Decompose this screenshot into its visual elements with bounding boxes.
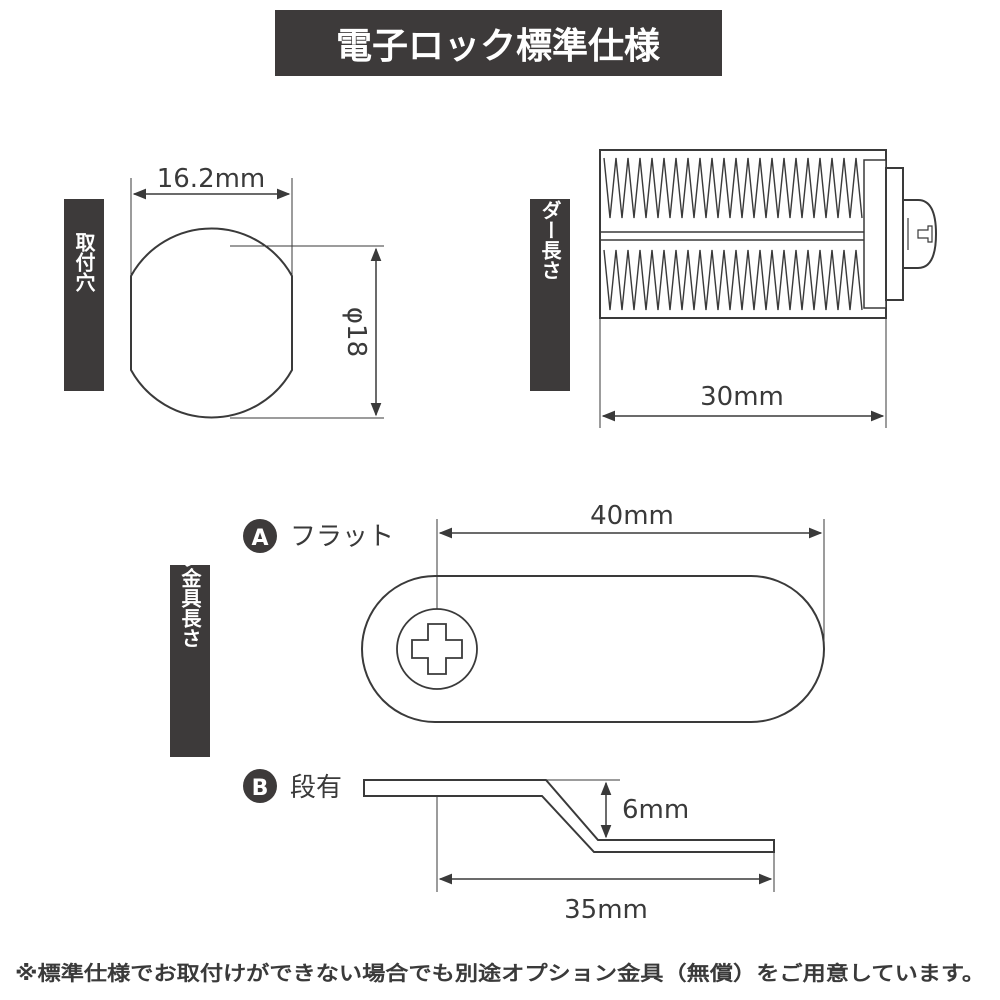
hook-label-box bbox=[170, 565, 210, 757]
mounting-hole-label: 取付穴 bbox=[72, 232, 96, 293]
mounting-hole-shape bbox=[130, 227, 293, 419]
hook-a-name: フラット bbox=[290, 522, 394, 552]
footnote: ※標準仕様でお取付けができない場合でも別途オプション金具（無償）をご用意していま… bbox=[15, 961, 985, 985]
stepped-hook-profile bbox=[363, 779, 775, 853]
page-title: 電子ロック標準仕様 bbox=[336, 26, 661, 67]
title-banner bbox=[275, 10, 722, 76]
hook-b-step-label: 6mm bbox=[622, 795, 689, 825]
mounting-hole-label-box bbox=[64, 199, 104, 391]
cylinder-label: シリンダー長さ bbox=[538, 140, 562, 280]
hook-b-name: 段有 bbox=[290, 773, 342, 803]
badge-b-letter: B bbox=[252, 776, 269, 801]
cylinder-length-label: 30mm bbox=[700, 382, 784, 412]
hook-label: フック金具長さ bbox=[178, 508, 202, 648]
badge-a-letter: A bbox=[251, 526, 268, 551]
badge-a bbox=[243, 519, 277, 553]
hole-width-label: 16.2mm bbox=[157, 164, 266, 194]
hole-diameter-label: φ18 bbox=[341, 307, 371, 357]
badge-b bbox=[243, 769, 277, 803]
hook-b-length-label: 35mm bbox=[564, 895, 648, 925]
cylinder-drawing bbox=[599, 149, 938, 319]
screw-head bbox=[396, 608, 478, 690]
cylinder-label-box bbox=[530, 199, 570, 391]
hook-a-length-label: 40mm bbox=[590, 501, 674, 531]
